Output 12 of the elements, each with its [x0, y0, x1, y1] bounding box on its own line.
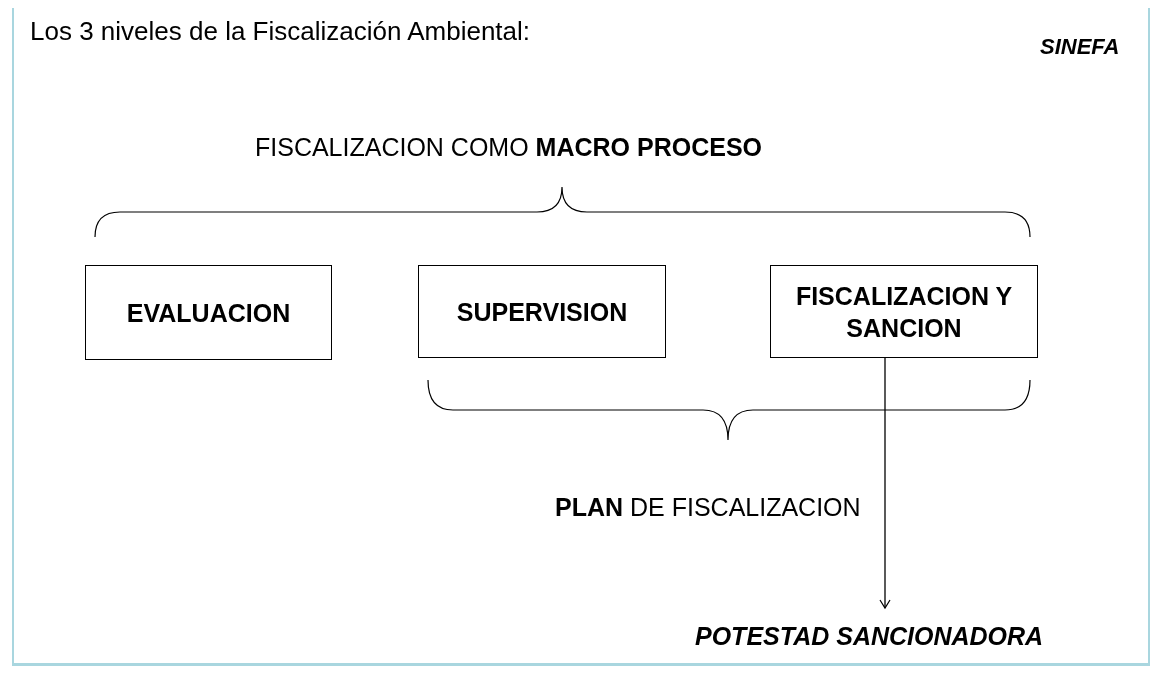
bracket-label: FISCALIZACION COMO MACRO PROCESO — [255, 133, 762, 162]
arrow — [879, 357, 891, 609]
box-text: FISCALIZACION Y SANCION — [794, 280, 1014, 344]
box-text: SUPERVISION — [456, 296, 628, 328]
bracket-label: PLAN DE FISCALIZACION — [555, 493, 861, 522]
process-box — [418, 265, 666, 358]
process-box — [770, 265, 1038, 358]
slide-title: Los 3 niveles de la Fiscalización Ambiental: — [30, 16, 531, 47]
system-acronym: SINEFA — [1040, 34, 1120, 60]
box-text: EVALUACION — [126, 297, 291, 329]
process-box — [85, 265, 332, 360]
result-text: POTESTAD SANCIONADORA — [695, 622, 1044, 651]
